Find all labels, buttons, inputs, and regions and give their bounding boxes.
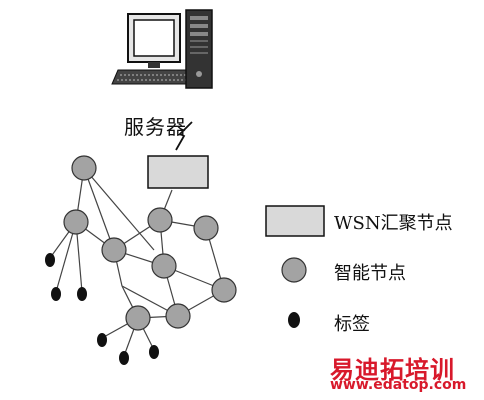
- legend-tag-symbol: [288, 312, 300, 328]
- sink-node: [147, 155, 209, 189]
- legend-sink-symbol: [265, 205, 325, 237]
- smart-node: [125, 305, 151, 331]
- tag: [119, 351, 129, 365]
- tag: [97, 333, 107, 347]
- tag: [51, 287, 61, 301]
- smart-node: [165, 303, 191, 329]
- server-label: 服务器: [124, 115, 187, 139]
- tag: [149, 345, 159, 359]
- smart-node: [63, 209, 89, 235]
- wireless-link-icon: [175, 121, 193, 151]
- smart-node: [193, 215, 219, 241]
- smart-node: [101, 237, 127, 263]
- smart-node: [71, 155, 97, 181]
- smart-node: [211, 277, 237, 303]
- legend-smart-node-symbol: [281, 257, 307, 283]
- smart-nodes: [63, 155, 237, 331]
- legend-smart-node-label: 智能节点: [334, 263, 406, 284]
- legend-tag-label: 标签: [334, 314, 370, 335]
- server-icon: [111, 9, 213, 89]
- smart-node: [147, 207, 173, 233]
- legend-sink-label: WSN汇聚节点: [334, 213, 453, 234]
- tags: [45, 253, 159, 365]
- watermark-brand: 易迪拓培训: [330, 356, 455, 384]
- smart-node: [151, 253, 177, 279]
- tag: [45, 253, 55, 267]
- watermark-url: www.edatop.com: [330, 377, 467, 393]
- tag: [77, 287, 87, 301]
